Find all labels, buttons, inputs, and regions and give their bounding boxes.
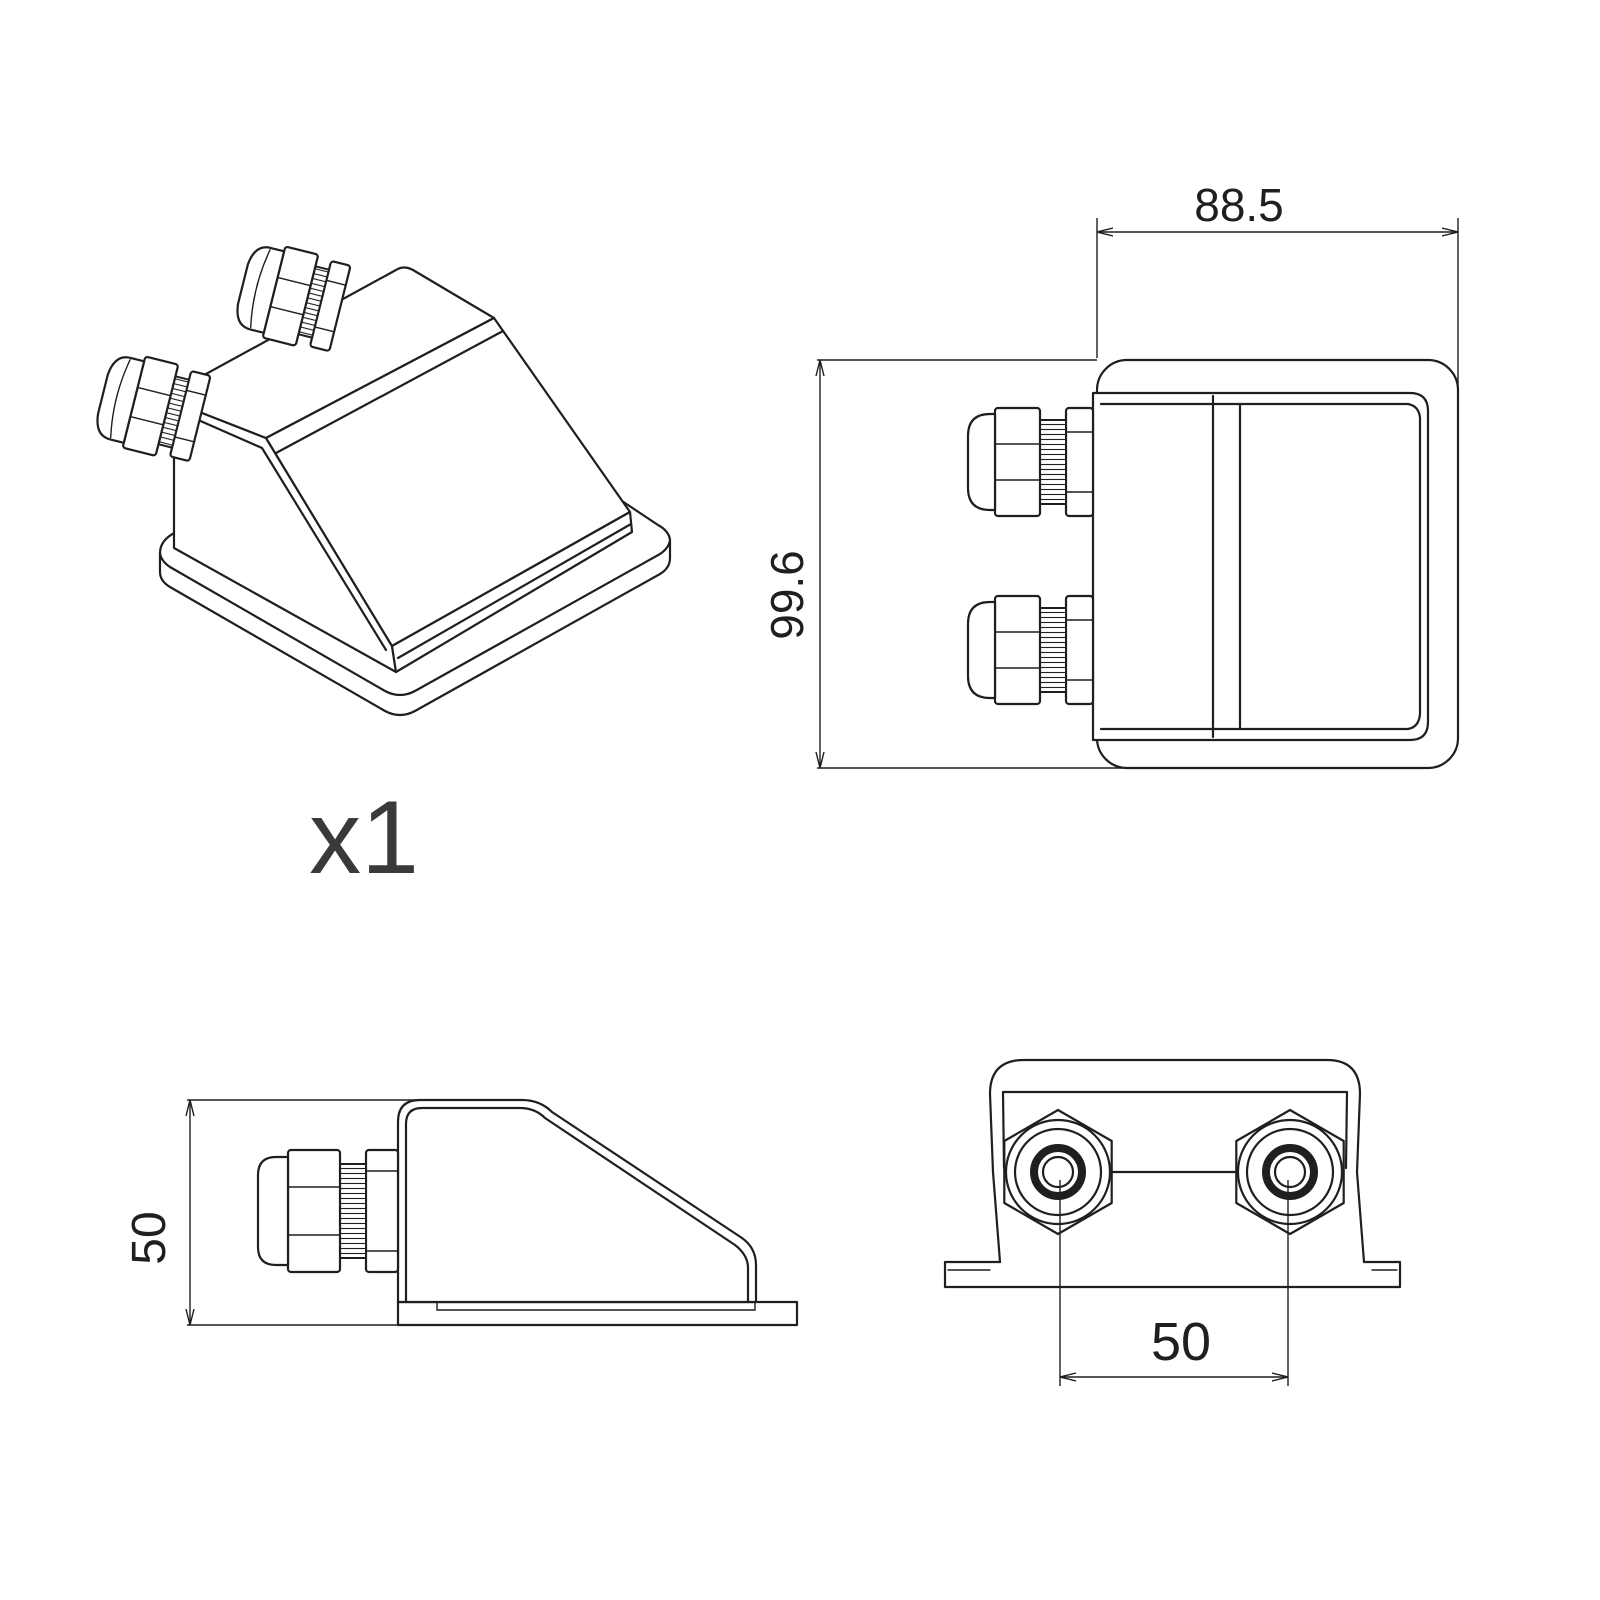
gland-seal-ring [1030, 1144, 1086, 1200]
gland-hex-nut-facets [269, 276, 312, 316]
gland-outer-ring [1004, 1118, 1112, 1226]
height-dimension-value: 50 [123, 1211, 176, 1264]
gland-hex-nut-facets [287, 1186, 341, 1236]
iso-housing-ridge-bevel [274, 329, 505, 455]
side-view-housing [396, 1098, 758, 1304]
front-view-gland-right [1235, 1108, 1345, 1236]
gland-dome-cap [236, 246, 286, 334]
iso-housing [172, 266, 634, 674]
gland-locknut [1064, 594, 1095, 706]
gland-hex-outline [1003, 1108, 1113, 1236]
gland-locknut-facets [174, 389, 207, 443]
gland-dome-cap [256, 1155, 290, 1267]
quantity-label: x1 [309, 780, 419, 896]
spacing-dimension-value: 50 [1151, 1312, 1211, 1372]
gland-locknut-facets [1065, 619, 1094, 681]
side-view-gland [256, 1148, 400, 1274]
gland-inner-ring [1013, 1127, 1103, 1217]
gland-locknut-facets [365, 1170, 399, 1252]
gland-dome-cap [966, 412, 997, 512]
gland-hex-nut [993, 594, 1042, 706]
gland-hex-outline [1235, 1108, 1345, 1236]
iso-housing-left-bevel [178, 410, 388, 652]
front-view-gland-left [1003, 1108, 1113, 1236]
gland-spacing-dimension: 50 [1059, 1180, 1289, 1386]
gland-outer-ring [1236, 1118, 1344, 1226]
gland-hex-nut [993, 406, 1042, 518]
gland-locknut [364, 1148, 400, 1274]
iso-base-plate-top-edge [158, 538, 672, 697]
gland-locknut-facets [314, 279, 347, 333]
iso-housing-slope-bevel [396, 522, 633, 660]
length-dimension-value: 99.6 [761, 550, 813, 640]
gland-cable-bore [1041, 1155, 1075, 1189]
gland-hex-nut-facets [994, 443, 1041, 481]
gland-cable-bore [1273, 1155, 1307, 1189]
gland-hex-nut-facets [994, 631, 1041, 669]
gland-thread [339, 1163, 367, 1259]
gland-hex-nut-facets [129, 386, 172, 426]
width-dimension-value: 88.5 [1194, 179, 1284, 231]
top-view-gland-upper [966, 406, 1095, 518]
isometric-view: x1 [96, 245, 672, 896]
gland-dome-cap [96, 356, 146, 444]
width-dimension: 88.5 [1096, 179, 1459, 392]
length-dimension: 99.6 [761, 359, 1140, 769]
top-view-gland-lower [966, 594, 1095, 706]
front-view-housing-bevel [1001, 1090, 1349, 1170]
gland-locknut [1064, 406, 1095, 518]
front-view-base-flange [943, 1260, 1402, 1289]
gland-dome-cap-curve [109, 359, 131, 439]
top-view: 88.5 99.6 [761, 179, 1460, 770]
gland-thread [1039, 419, 1067, 505]
gland-inner-ring [1245, 1127, 1335, 1217]
top-view-housing-bevel [1099, 402, 1422, 731]
gland-dome-cap [966, 600, 997, 700]
iso-gland-rear [236, 245, 352, 352]
height-dimension: 50 [123, 1099, 432, 1326]
gland-dome-cap-curve [249, 249, 271, 329]
side-view-base-plate-step [436, 1301, 756, 1311]
side-view-housing-bevel [404, 1106, 750, 1304]
top-view-housing [1091, 391, 1430, 742]
gland-seal-ring [1262, 1144, 1318, 1200]
side-view-base-plate [396, 1300, 799, 1327]
gland-hex-nut [286, 1148, 342, 1274]
iso-gland-front [96, 355, 212, 462]
front-view: 50 [943, 1058, 1402, 1386]
gland-thread [1039, 607, 1067, 693]
side-view: 50 [123, 1098, 799, 1327]
gland-locknut-facets [1065, 431, 1094, 493]
